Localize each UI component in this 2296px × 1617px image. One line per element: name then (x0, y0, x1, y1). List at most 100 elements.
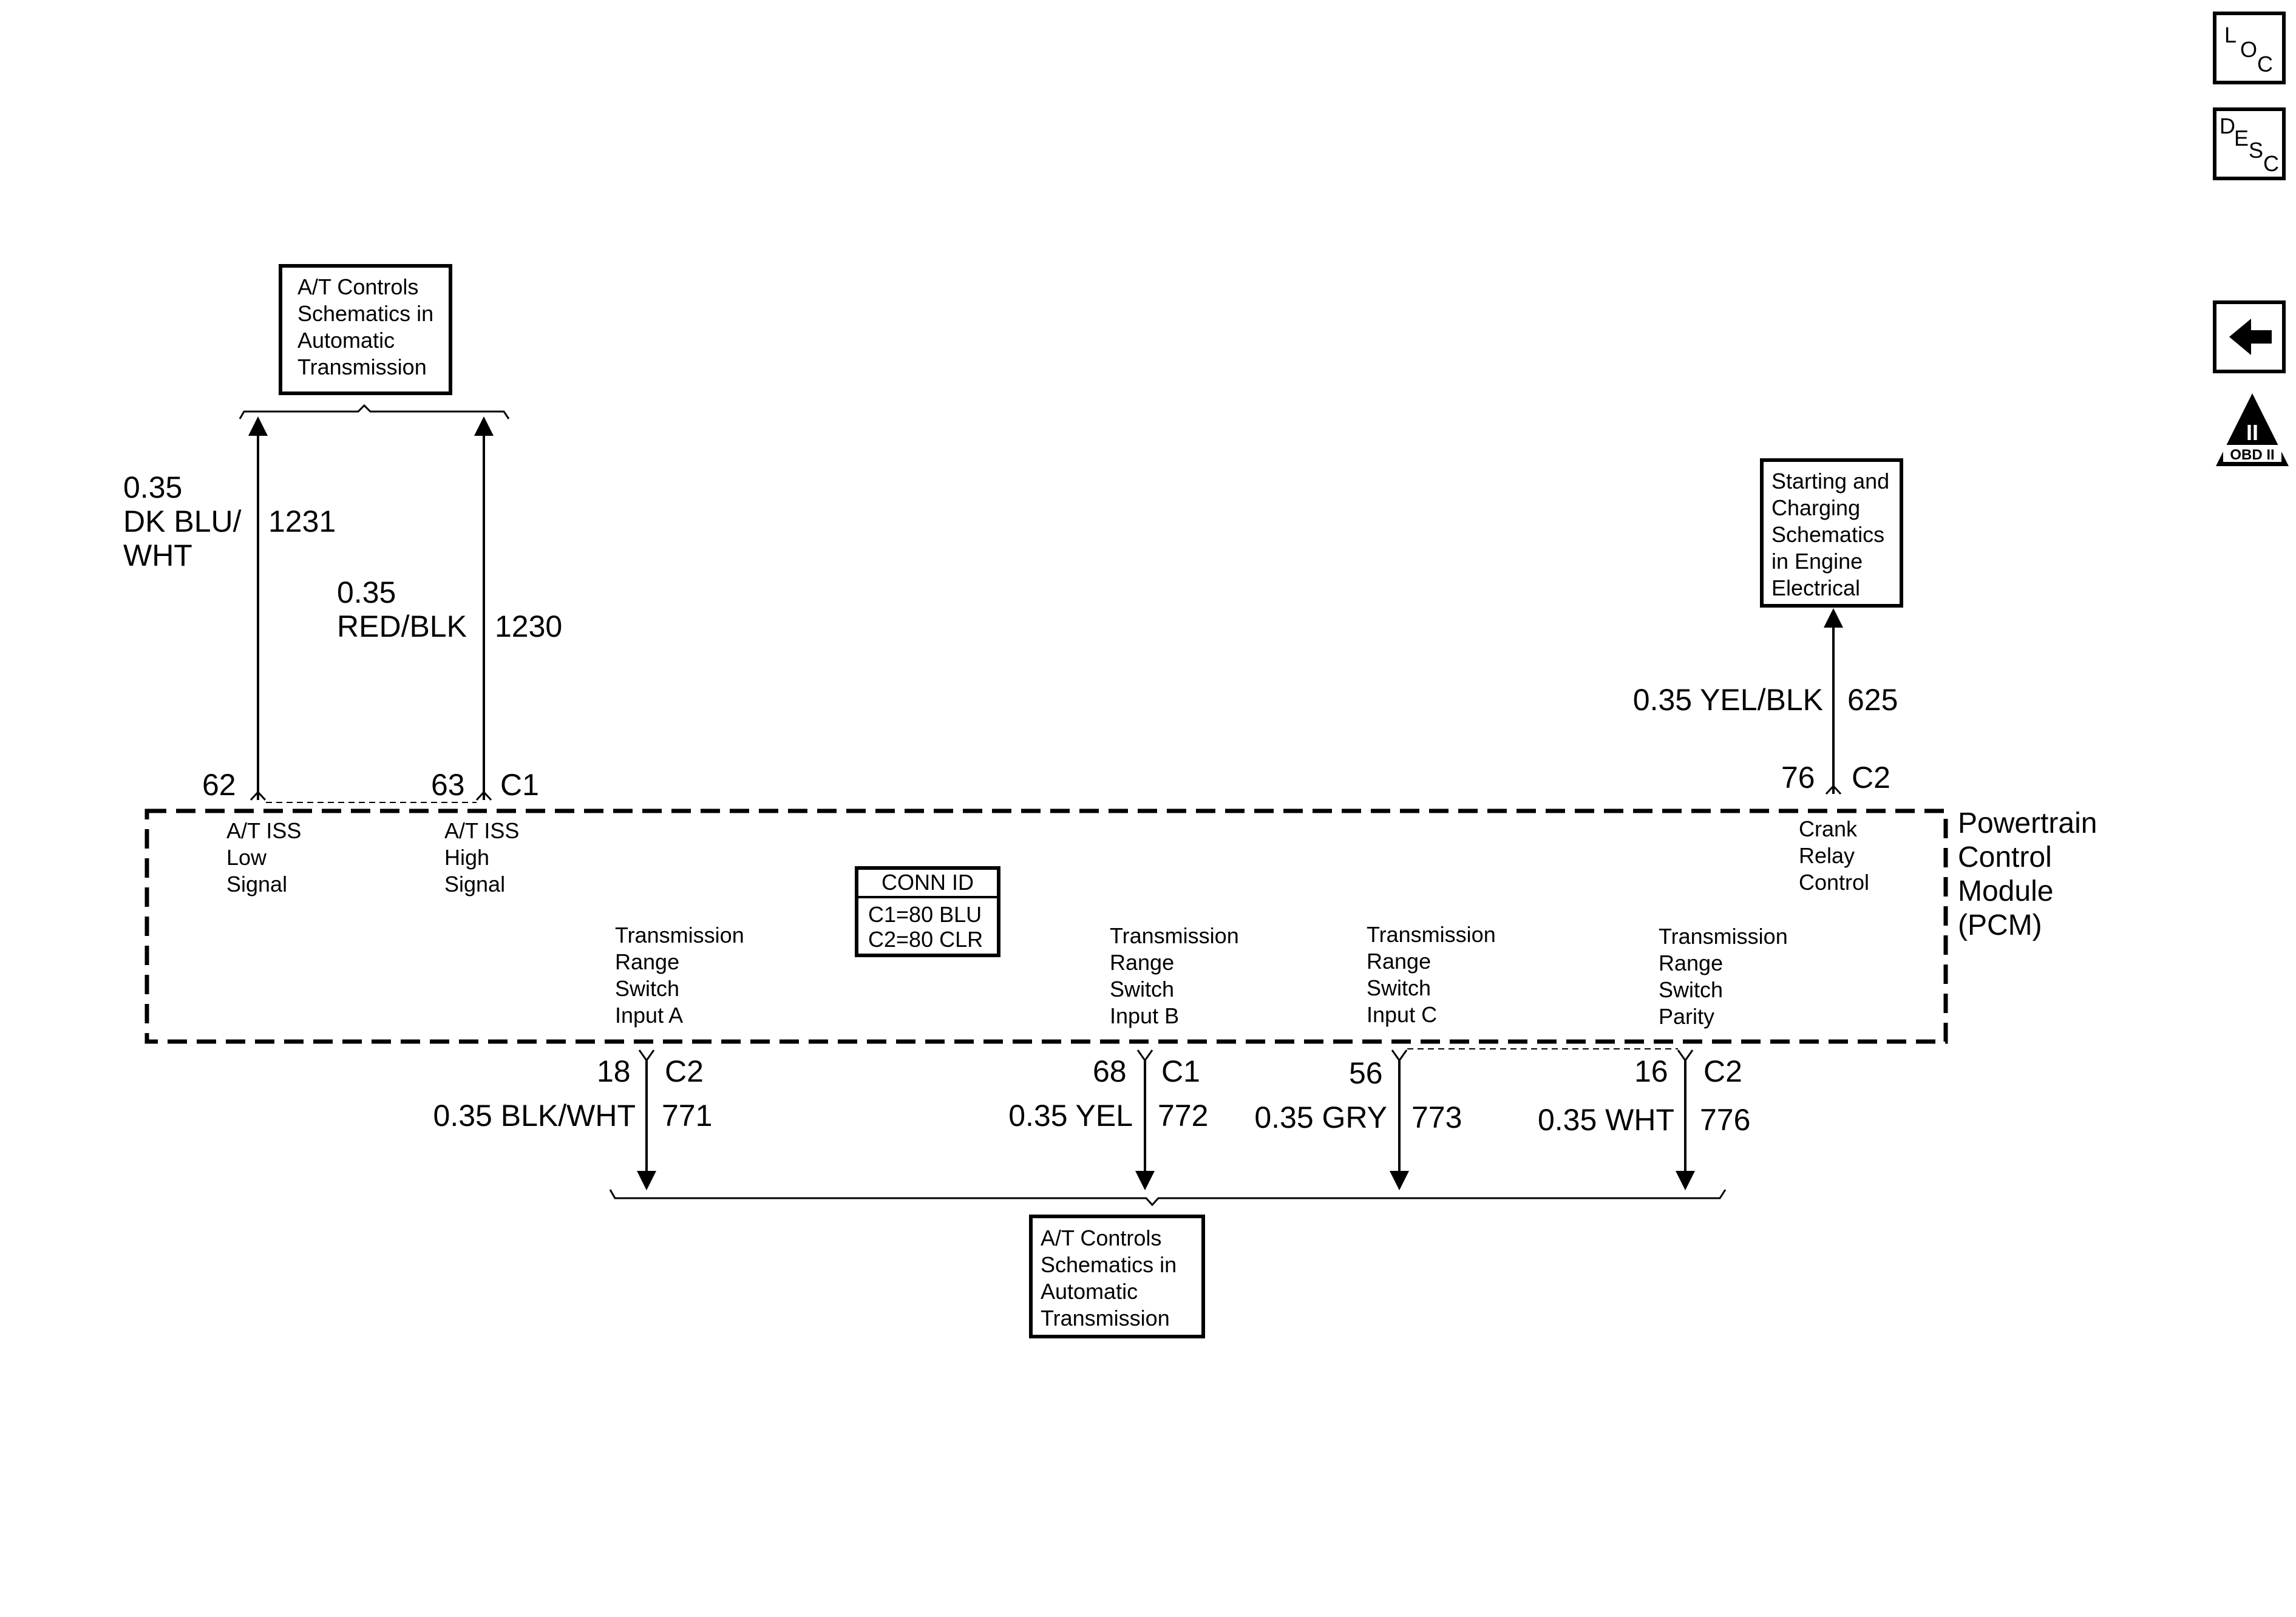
svg-text:Control: Control (1958, 841, 2052, 873)
wire-771-circuit: 771 (662, 1099, 712, 1133)
svg-text:Transmission: Transmission (615, 923, 744, 947)
svg-text:Parity: Parity (1659, 1004, 1714, 1029)
svg-text:A/T ISS: A/T ISS (226, 818, 301, 843)
obd-ii-button[interactable]: II OBD II (2216, 393, 2289, 466)
conn-id-c2: C2=80 CLR (868, 927, 983, 952)
svg-text:Schematics in: Schematics in (1041, 1252, 1177, 1277)
wire-1231-circuit: 1231 (268, 504, 336, 538)
wire-1231-size: 0.35 (123, 470, 182, 504)
wire-1231-color-2: WHT (123, 538, 192, 572)
svg-text:Transmission: Transmission (1659, 924, 1788, 949)
desc-letter-c: C (2263, 151, 2279, 176)
connector-c1-bottom: C1 (1161, 1054, 1200, 1088)
ref-box-at-controls-bottom[interactable]: A/T Controls Schematics in Automatic Tra… (1029, 1215, 1205, 1338)
desc-icon (2213, 107, 2286, 180)
svg-text:Automatic: Automatic (297, 328, 395, 353)
wire-776[interactable] (1676, 1049, 1695, 1190)
left-arrow-glyph (2229, 319, 2272, 355)
svg-text:A/T ISS: A/T ISS (444, 818, 519, 843)
svg-text:Range: Range (1367, 949, 1431, 974)
pin-56-terminal (1391, 1049, 1408, 1062)
svg-text:Module: Module (1958, 875, 2053, 907)
wire-625-label: 0.35 YEL/BLK (1633, 683, 1823, 717)
ref-box-starting-charging[interactable]: Starting and Charging Schematics in Engi… (1760, 458, 1903, 608)
svg-text:Starting and: Starting and (1771, 469, 1889, 493)
loc-button[interactable]: L O C (2213, 12, 2286, 84)
ref-box-at-controls-top[interactable]: A/T Controls Schematics in Automatic Tra… (279, 264, 452, 395)
conn-id-title: CONN ID (881, 870, 974, 895)
wire-772[interactable] (1135, 1049, 1155, 1190)
svg-text:Transmission: Transmission (1367, 922, 1496, 947)
wire-776-label: 0.35 WHT (1538, 1103, 1674, 1137)
pin-18-terminal (638, 1049, 655, 1062)
wire-773[interactable] (1390, 1049, 1409, 1190)
svg-text:Signal: Signal (444, 872, 505, 897)
signal-crank-relay: Crank Relay Control (1799, 816, 1869, 895)
wire-1230-circuit: 1230 (495, 609, 562, 643)
svg-text:Signal: Signal (226, 872, 287, 897)
signal-iss-high: A/T ISS High Signal (444, 818, 519, 897)
obd-numeral: II (2246, 420, 2258, 445)
svg-text:Schematics in: Schematics in (297, 301, 433, 326)
svg-text:Transmission: Transmission (297, 354, 427, 379)
svg-text:Crank: Crank (1799, 816, 1858, 841)
signal-trs-input-a: Transmission Range Switch Input A (615, 923, 744, 1028)
svg-text:Transmission: Transmission (1110, 923, 1239, 948)
wire-776-circuit: 776 (1700, 1103, 1750, 1137)
svg-text:A/T Controls: A/T Controls (1041, 1225, 1161, 1250)
pin-63-terminal (475, 790, 492, 801)
desc-letter-d: D (2220, 114, 2235, 138)
conn-id-box: CONN ID C1=80 BLU C2=80 CLR (855, 866, 1000, 957)
wire-625-circuit: 625 (1847, 683, 1898, 717)
wire-1231-color: DK BLU/ (123, 504, 242, 538)
svg-text:Range: Range (615, 949, 679, 974)
wire-1230[interactable] (474, 416, 494, 801)
svg-text:Electrical: Electrical (1771, 575, 1860, 600)
loc-letter-o: O (2240, 37, 2257, 62)
desc-letter-s: S (2249, 138, 2263, 163)
svg-text:Range: Range (1659, 951, 1723, 975)
top-brace (239, 404, 510, 419)
pcm-outline (144, 808, 1948, 1044)
wire-773-label: 0.35 GRY (1254, 1100, 1387, 1134)
wire-772-circuit: 772 (1158, 1099, 1208, 1133)
svg-text:Powertrain: Powertrain (1958, 807, 2097, 839)
svg-text:in Engine: in Engine (1771, 549, 1863, 574)
back-button[interactable] (2213, 300, 2286, 373)
pin-68-terminal (1136, 1049, 1153, 1062)
wire-1230-size: 0.35 (337, 575, 396, 609)
svg-text:Charging: Charging (1771, 495, 1860, 520)
pin-68-label: 68 (1093, 1054, 1127, 1088)
wire-1231[interactable] (248, 416, 268, 801)
pin-18-label: 18 (597, 1054, 631, 1088)
pin-63-label: 63 (431, 768, 465, 802)
conn-id-c1: C1=80 BLU (868, 902, 982, 927)
svg-text:Schematics: Schematics (1771, 522, 1884, 547)
signal-trs-input-c: Transmission Range Switch Input C (1367, 922, 1496, 1027)
pin-56-label: 56 (1349, 1056, 1383, 1090)
loc-icon (2213, 12, 2286, 84)
pin-76-label: 76 (1781, 761, 1815, 795)
svg-text:Switch: Switch (1367, 975, 1431, 1000)
obd-label: OBD II (2230, 447, 2274, 463)
connector-c2-top: C2 (1852, 761, 1890, 795)
signal-trs-input-b: Transmission Range Switch Input B (1110, 923, 1239, 1028)
connector-c1-top: C1 (500, 768, 539, 802)
pin-76-terminal (1825, 784, 1842, 795)
wire-773-circuit: 773 (1411, 1100, 1462, 1134)
svg-text:Automatic: Automatic (1041, 1279, 1138, 1304)
loc-letter-l: L (2224, 22, 2237, 47)
svg-text:Switch: Switch (1659, 977, 1723, 1002)
svg-text:Switch: Switch (1110, 977, 1174, 1002)
wire-771[interactable] (637, 1049, 656, 1190)
bottom-brace (609, 1189, 1727, 1207)
wire-625[interactable] (1824, 608, 1843, 795)
wire-772-label: 0.35 YEL (1008, 1099, 1133, 1133)
svg-text:Low: Low (226, 845, 267, 870)
desc-letter-e: E (2234, 126, 2249, 151)
svg-text:Input B: Input B (1110, 1003, 1179, 1028)
svg-text:Relay: Relay (1799, 843, 1855, 868)
pin-62-label: 62 (202, 768, 236, 802)
desc-button[interactable]: D E S C (2213, 107, 2286, 180)
pin-62-terminal (250, 790, 267, 801)
